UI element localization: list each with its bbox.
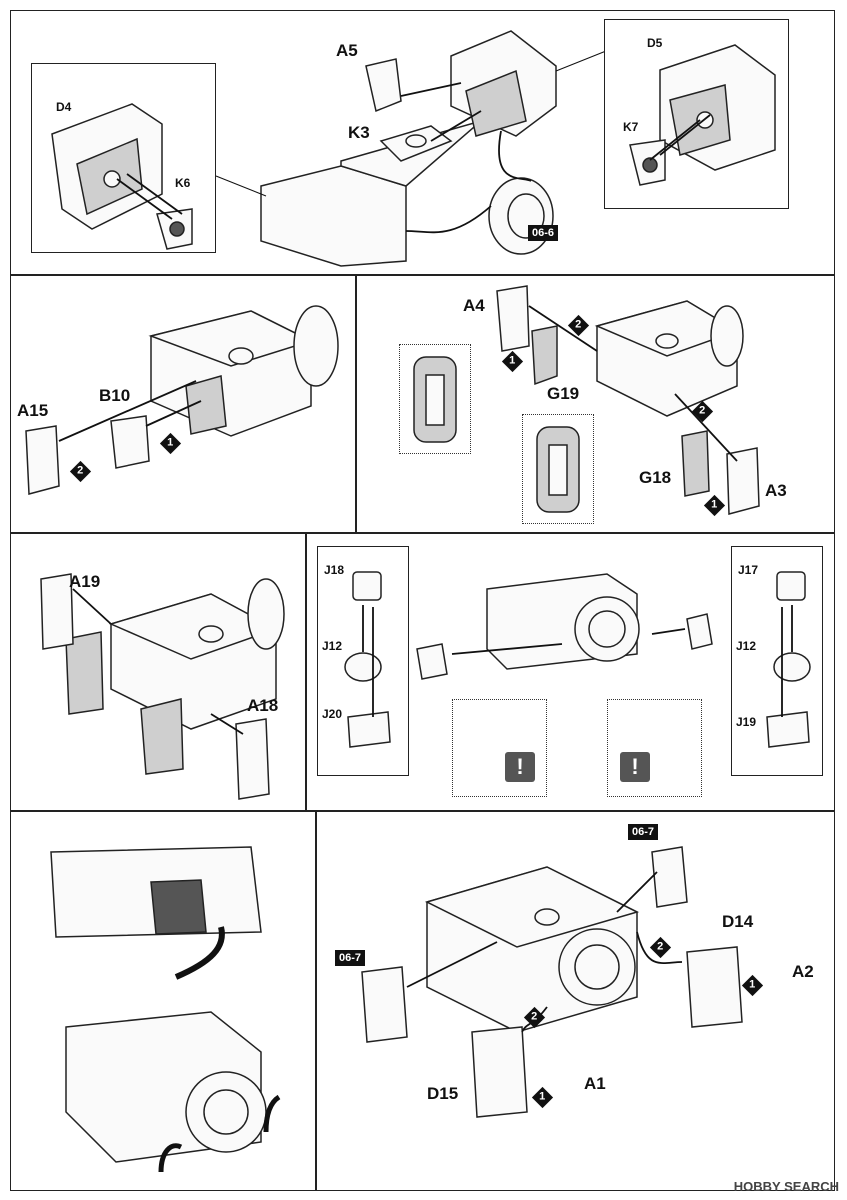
- label-a5: A5: [336, 41, 358, 60]
- detail-g19: [399, 344, 471, 454]
- reference-badge-top: 06-7: [628, 824, 659, 840]
- panel-step-6: [10, 811, 316, 1191]
- panel-6-drawing: [50, 846, 281, 1173]
- label-j12-left: J12: [322, 639, 343, 653]
- label-d15: D15: [427, 1084, 459, 1103]
- watermark: HOBBY SEARCH: [733, 1179, 839, 1194]
- reference-badge-left: 06-7: [335, 950, 366, 966]
- label-a18: A18: [247, 696, 279, 715]
- label-k6: K6: [175, 176, 191, 190]
- panel-step-4: A19 A18: [10, 533, 306, 811]
- inset-j-right: J17 J12 J19: [731, 546, 823, 776]
- panel-3-drawing: [496, 285, 760, 515]
- label-k3: K3: [348, 123, 370, 142]
- label-j19: J19: [736, 715, 757, 729]
- panel-step-7: 06-7 06-7 D14 A2 D15 A1 2 1 2 1: [316, 811, 835, 1191]
- panel-step-5: J18 J12 J20 J17 J12 J19 ! !: [306, 533, 835, 811]
- label-j17: J17: [738, 563, 759, 577]
- label-a2: A2: [792, 962, 814, 981]
- panel-step-1: A5 K3 06-6 D4 K6 D5 K7: [10, 10, 835, 275]
- label-k7: K7: [623, 120, 639, 134]
- panel-2-drawing: [25, 305, 339, 495]
- label-d14: D14: [722, 912, 754, 931]
- inset-j-left: J18 J12 J20: [317, 546, 409, 776]
- warning-detail-right: !: [607, 699, 702, 797]
- panel-7-drawing: [361, 846, 743, 1118]
- label-j12-right: J12: [736, 639, 757, 653]
- warning-icon: !: [505, 752, 535, 782]
- label-a19: A19: [69, 572, 101, 591]
- label-a4: A4: [463, 296, 485, 315]
- detail-g19-drawing: [413, 356, 457, 443]
- reference-badge: 06-6: [528, 225, 559, 241]
- label-d4: D4: [56, 100, 72, 114]
- panel-step-2: A15 B10 1 2: [10, 275, 356, 533]
- inset-d4-drawing: [51, 103, 193, 250]
- label-j18: J18: [324, 563, 345, 577]
- panel-4-drawing: [40, 573, 285, 800]
- warning-detail-left: !: [452, 699, 547, 797]
- inset-d5-drawing: [629, 44, 776, 186]
- inset-j-right-drawing: [766, 571, 811, 748]
- label-g18: G18: [639, 468, 672, 487]
- label-d5: D5: [647, 36, 663, 50]
- inset-d5-k7: D5 K7: [604, 19, 789, 209]
- panel-1-drawing: [215, 30, 607, 267]
- inset-d4-k6: D4 K6: [31, 63, 216, 253]
- label-g19: G19: [547, 384, 580, 403]
- detail-g18-drawing: [536, 426, 580, 513]
- label-a3: A3: [765, 481, 787, 500]
- label-a15: A15: [17, 401, 49, 420]
- label-j20: J20: [322, 707, 343, 721]
- warning-icon: !: [620, 752, 650, 782]
- label-a1: A1: [584, 1074, 606, 1093]
- detail-g18: [522, 414, 594, 524]
- inset-j-left-drawing: [344, 571, 391, 748]
- panel-step-3: A4 G19 G18 A3 2 1 2 1: [356, 275, 835, 533]
- label-b10: B10: [99, 386, 131, 405]
- panel-5-drawing: [416, 573, 713, 680]
